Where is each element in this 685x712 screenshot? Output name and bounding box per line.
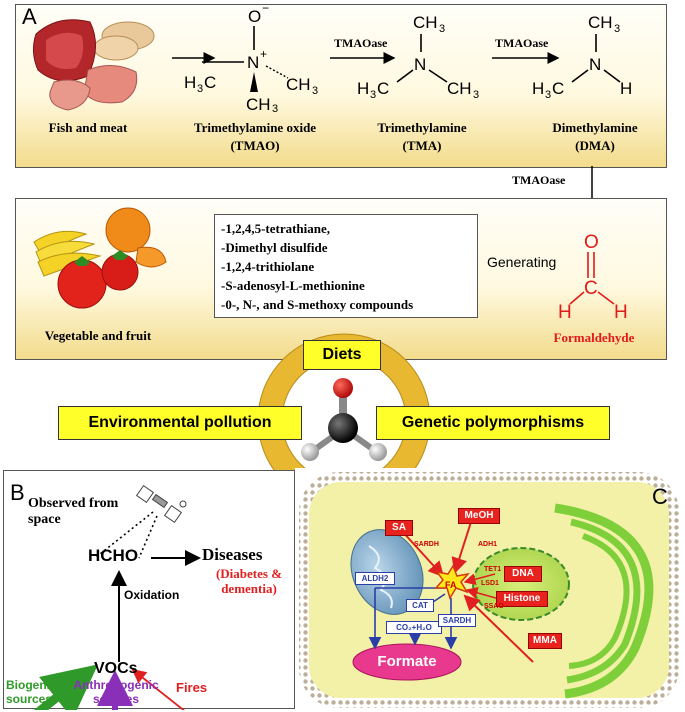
- dma-name: Dimethylamine: [552, 120, 638, 135]
- svg-text:−: −: [262, 1, 269, 15]
- svg-text:N: N: [414, 55, 426, 74]
- meoh-label: MeOH: [458, 508, 500, 524]
- dma-abbr: (DMA): [575, 138, 615, 153]
- panel-b-letter: B: [10, 480, 25, 505]
- histone-label: Histone: [496, 591, 548, 607]
- hcho-label: HCHO: [88, 546, 139, 565]
- svg-text:O: O: [248, 7, 261, 26]
- svg-text:CH: CH: [286, 75, 311, 94]
- fires-label: Fires: [176, 680, 208, 695]
- satellite-icon: [135, 484, 187, 524]
- diseases-label: Diseases: [202, 545, 263, 564]
- svg-text:CH: CH: [588, 13, 613, 32]
- panel-c-cell: [299, 472, 679, 708]
- fa-molecule-icon: [301, 378, 387, 461]
- ssao-label: SSAO: [484, 603, 504, 610]
- generating-label: Generating: [487, 254, 557, 270]
- svg-text:+: +: [260, 47, 267, 61]
- tma-structure: CH 3 N H 3 C CH 3: [357, 13, 479, 100]
- sardh-bottom-label: SARDH: [438, 614, 476, 627]
- svg-text:3: 3: [545, 89, 551, 100]
- fa-cell-label: FA: [445, 580, 457, 590]
- mma-label: MMA: [528, 633, 562, 649]
- diseases-detail-label: (Diabetes & dementia): [215, 566, 283, 596]
- svg-text:3: 3: [473, 89, 479, 100]
- lsd1-label: LSD1: [481, 580, 499, 587]
- tet1-label: TET1: [484, 566, 502, 573]
- svg-text:C: C: [584, 278, 598, 299]
- sardh-top-label: SARDH: [414, 541, 439, 548]
- panel-c-letter: C: [652, 484, 668, 509]
- co2-h2o-label: CO₂+H₂O: [386, 621, 442, 634]
- svg-text:H: H: [184, 73, 196, 92]
- observed-from-space-label: Observed from space: [28, 496, 119, 527]
- compound-item: -S-adenosyl-L-methionine: [221, 278, 365, 293]
- compound-list-box: -1,2,4,5-tetrathiane, -Dimethyl disulfid…: [214, 214, 478, 318]
- fish-meat-label: Fish and meat: [48, 120, 128, 135]
- aldh2-label: ALDH2: [355, 572, 395, 585]
- enzyme-tmaoase-1: TMAOase: [334, 36, 388, 50]
- svg-text:CH: CH: [246, 95, 271, 112]
- formaldehyde-label: Formaldehyde: [553, 330, 635, 345]
- environmental-pollution-label: Environmental pollution: [58, 406, 302, 440]
- oxidation-label: Oxidation: [124, 588, 180, 602]
- svg-text:H: H: [532, 79, 544, 98]
- cat-label: CAT: [406, 599, 434, 612]
- sa-label: SA: [385, 520, 413, 536]
- adh1-label: ADH1: [478, 541, 498, 548]
- compound-item: -1,2,4-trithiolane: [221, 259, 315, 274]
- tmao-abbr: (TMAO): [230, 138, 280, 153]
- compound-item: -1,2,4,5-tetrathiane,: [221, 221, 331, 236]
- svg-text:N: N: [247, 53, 259, 72]
- formaldehyde-structure: O C H H: [558, 232, 628, 318]
- panel-a-letter: A: [22, 4, 37, 29]
- svg-text:CH: CH: [413, 13, 438, 32]
- tma-abbr: (TMA): [402, 138, 442, 153]
- svg-text:H: H: [558, 302, 572, 318]
- diets-label: Diets: [303, 340, 381, 370]
- vegetable-fruit-image: [33, 207, 167, 309]
- vocs-label: VOCs: [94, 660, 138, 677]
- tmao-structure: O − N + H 3 C CH 3 CH 3: [184, 1, 318, 112]
- svg-text:3: 3: [439, 23, 445, 35]
- svg-text:CH: CH: [447, 79, 472, 98]
- compound-item: -0-, N-, and S-methoxy compounds: [221, 297, 414, 312]
- compound-item: -Dimethyl disulfide: [221, 240, 328, 255]
- enzyme-tmaoase-2: TMAOase: [495, 36, 549, 50]
- dma-structure: CH 3 N H 3 C H: [532, 13, 632, 100]
- svg-text:3: 3: [312, 85, 318, 97]
- svg-text:3: 3: [272, 103, 278, 112]
- enzyme-tmaoase-3: TMAOase: [512, 173, 566, 187]
- dna-label: DNA: [504, 566, 542, 582]
- panel-b-diagram: [33, 484, 201, 710]
- tma-name: Trimethylamine: [377, 120, 467, 135]
- svg-text:H: H: [357, 79, 369, 98]
- svg-text:H: H: [614, 302, 628, 318]
- svg-text:O: O: [584, 232, 599, 253]
- svg-text:3: 3: [197, 83, 203, 95]
- vegetable-fruit-label: Vegetable and fruit: [44, 328, 152, 343]
- svg-text:N: N: [589, 55, 601, 74]
- svg-text:3: 3: [614, 23, 620, 35]
- svg-text:C: C: [552, 79, 564, 98]
- svg-text:H: H: [620, 79, 632, 98]
- formate-label: Formate: [377, 653, 437, 670]
- svg-text:C: C: [377, 79, 389, 98]
- fish-meat-image: [32, 19, 155, 111]
- anthropogenic-sources-label: Anthropogenic sources: [73, 678, 159, 706]
- genetic-polymorphisms-label: Genetic polymorphisms: [376, 406, 610, 440]
- biogenic-sources-label: Biogenic sources: [6, 678, 57, 706]
- tmao-name: Trimethylamine oxide: [193, 120, 317, 135]
- svg-text:C: C: [204, 73, 216, 92]
- svg-text:3: 3: [370, 89, 376, 100]
